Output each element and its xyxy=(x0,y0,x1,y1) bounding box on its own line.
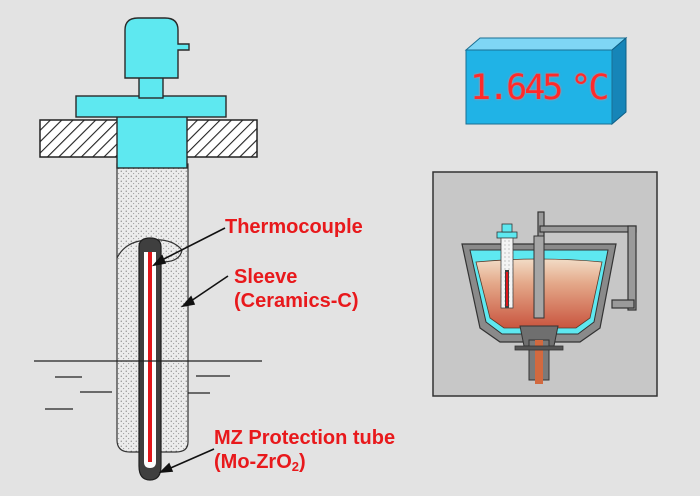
label-thermocouple: Thermocouple xyxy=(225,215,363,239)
reading-unit: °C xyxy=(570,68,609,108)
temperature-display xyxy=(464,36,628,126)
probe-assembly xyxy=(34,17,262,481)
probe-head xyxy=(75,17,227,169)
sleeve-material: (Ceramics-C) xyxy=(234,290,359,312)
thermocouple-wire xyxy=(148,252,152,462)
tube-material: (Mo-ZrO2) xyxy=(214,451,306,474)
thermocouple-text: Thermocouple xyxy=(225,216,363,238)
furnace-inset xyxy=(432,171,658,397)
tube-name: MZ Protection tube xyxy=(214,427,396,449)
liquid-surface xyxy=(34,360,262,410)
sleeve-inner-boundary xyxy=(116,239,183,263)
label-protection-tube: MZ Protection tube (Mo-ZrO2) xyxy=(214,426,395,474)
label-sleeve: Sleeve (Ceramics-C) xyxy=(234,265,358,313)
reading-value: 1.645 xyxy=(470,68,563,108)
label-pointers xyxy=(151,227,229,473)
sleeve-name: Sleeve xyxy=(234,266,298,288)
temperature-readout: 1.645°C xyxy=(470,66,610,110)
